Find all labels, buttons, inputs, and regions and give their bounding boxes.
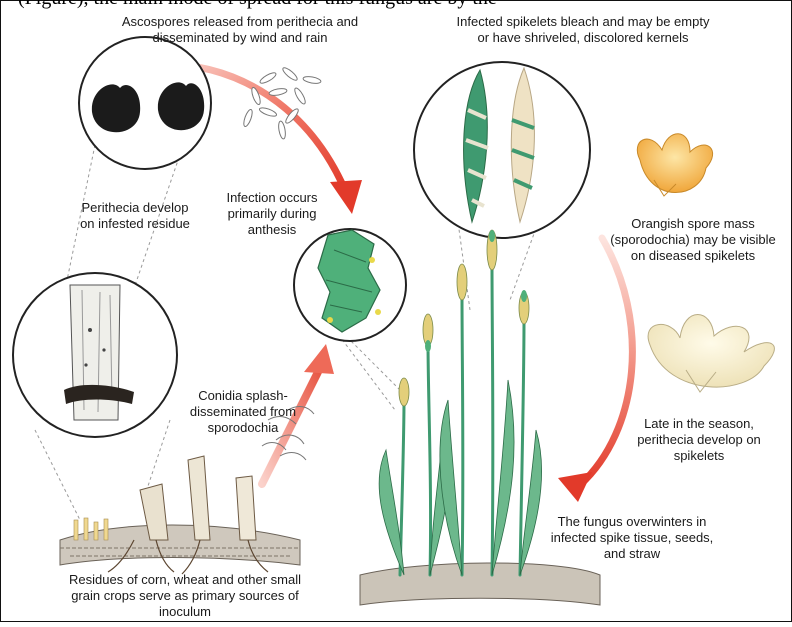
label-ascospores: Ascospores released from perithecia and … bbox=[90, 14, 390, 46]
caption-fragment: (Figure), the main mode of spread for th… bbox=[18, 0, 497, 10]
infection-closeup bbox=[294, 229, 406, 341]
label-orangish-spore-mass: Orangish spore mass (sporodochia) may be… bbox=[598, 216, 788, 264]
label-late-season: Late in the season, perithecia develop o… bbox=[614, 416, 784, 464]
label-residues: Residues of corn, wheat and other small … bbox=[40, 572, 330, 620]
arrow-head-overwinter bbox=[558, 472, 592, 502]
label-conidia-splash: Conidia splash- disseminated from sporod… bbox=[178, 388, 308, 436]
residue-stem-closeup bbox=[13, 273, 177, 437]
label-infected-spikelets: Infected spikelets bleach and may be emp… bbox=[418, 14, 748, 46]
orange-spore-mass-floret bbox=[637, 134, 712, 196]
arrow-head-infection bbox=[330, 180, 362, 214]
perithecium-right bbox=[158, 82, 204, 130]
label-overwinters: The fungus overwinters in infected spike… bbox=[532, 514, 732, 562]
label-perithecia-develop: Perithecia develop on infested residue bbox=[45, 200, 225, 232]
perithecia-closeup bbox=[79, 37, 211, 169]
bleached-spikelets-closeup bbox=[414, 62, 590, 238]
bleached-floret bbox=[648, 315, 774, 393]
arrow-head-conidia bbox=[304, 344, 334, 374]
perithecium-left bbox=[92, 84, 140, 132]
label-infection-occurs: Infection occurs primarily during anthes… bbox=[212, 190, 332, 238]
